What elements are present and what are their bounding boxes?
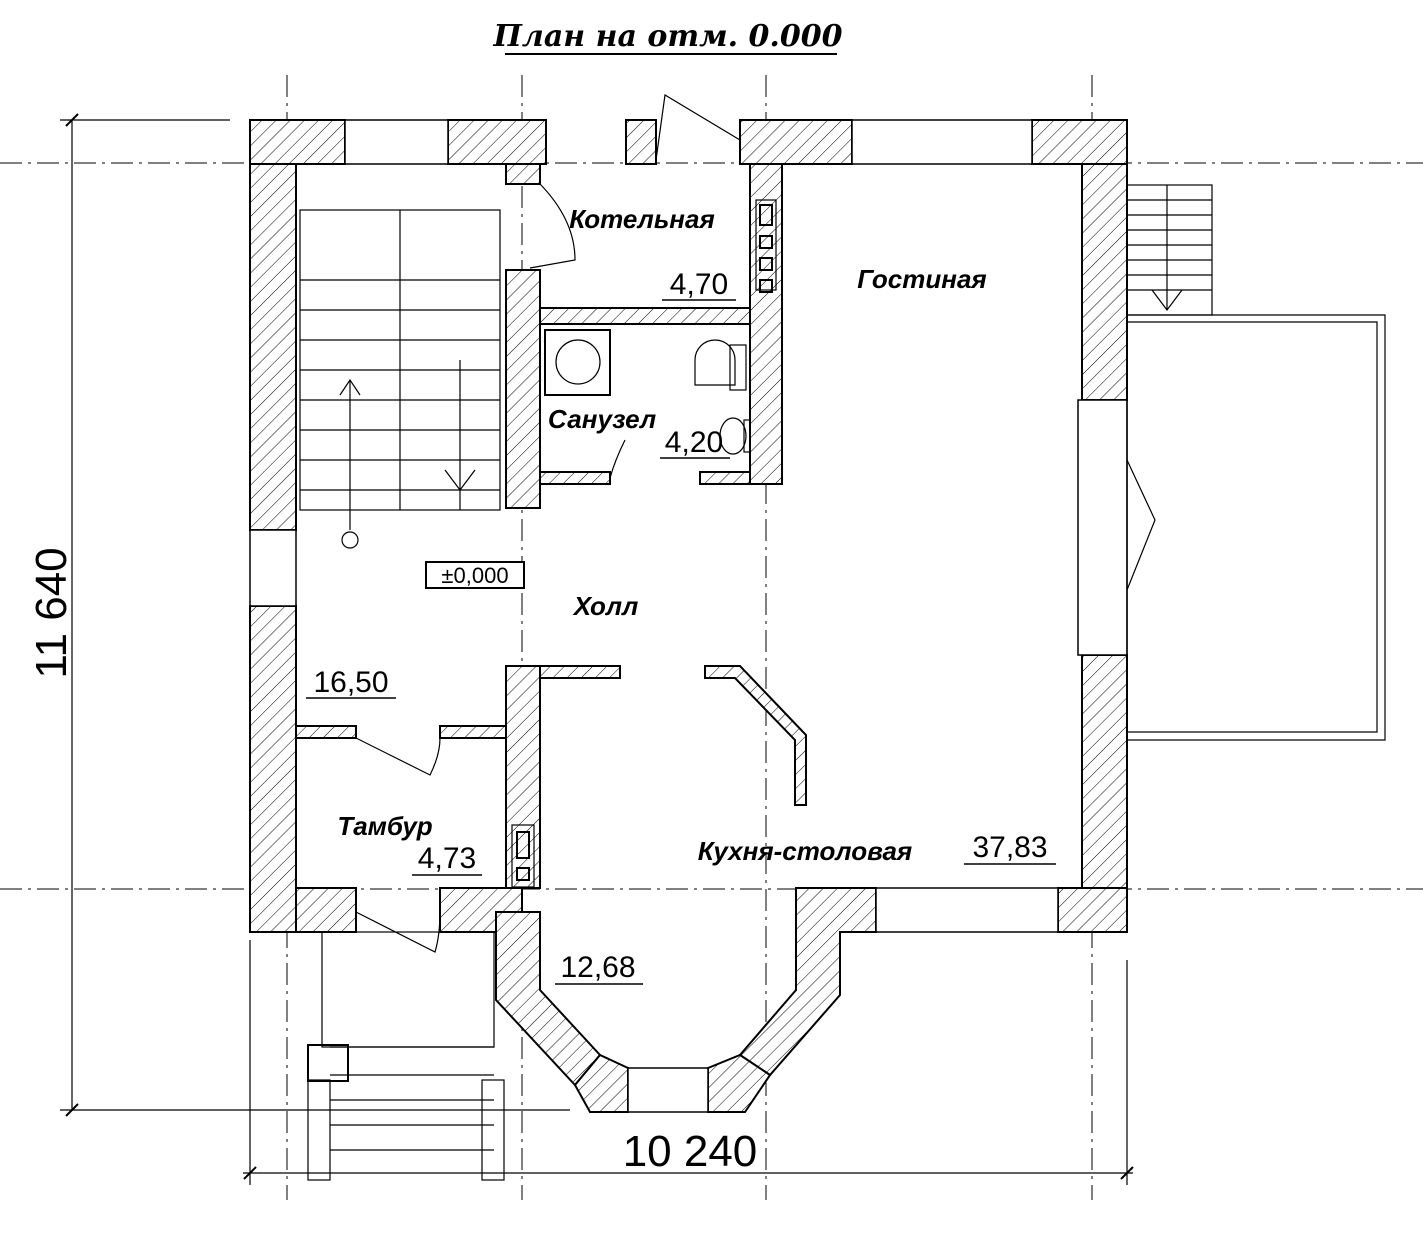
room-name-kitchen: Кухня-столовая	[698, 836, 913, 866]
room-name-living: Гостиная	[857, 264, 986, 294]
plan-title: План на отм. 0.000	[493, 19, 843, 54]
room-area-vestibule: 4,73	[418, 842, 476, 875]
room-area-kitchen: 37,83	[972, 831, 1047, 864]
interior-walls	[295, 163, 807, 889]
room-name-boiler: Котельная	[569, 204, 715, 234]
dimension-width: 10 240	[623, 1127, 758, 1176]
level-mark-box	[425, 561, 525, 589]
axis-lines	[0, 75, 1423, 1200]
bathroom-fixtures	[544, 329, 751, 455]
porch-stairs	[307, 931, 505, 1181]
dimension-lines	[60, 113, 1134, 1185]
room-name-hall: Холл	[572, 591, 639, 621]
dimension-height: 11 640	[27, 547, 76, 678]
doors	[355, 94, 741, 953]
exterior-walls	[249, 119, 1128, 1113]
room-name-vestibule: Тамбур	[337, 811, 432, 841]
room-area-hall: 16,50	[313, 666, 388, 699]
room-area-boiler: 4,70	[670, 268, 728, 301]
windows	[249, 119, 1128, 1113]
interior-stair	[299, 209, 501, 549]
level-mark: ±0,000	[441, 563, 508, 588]
room-name-bathroom: Санузел	[548, 404, 656, 434]
vent-shafts	[511, 199, 777, 888]
terrace	[1126, 184, 1386, 741]
room-area-bathroom: 4,20	[665, 426, 723, 459]
room-area-bay: 12,68	[560, 951, 635, 984]
